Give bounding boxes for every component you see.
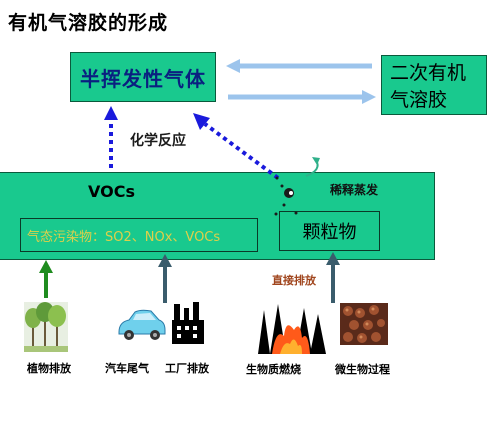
semi-volatile-gas-label: 半挥发性气体	[80, 66, 206, 91]
car-icon	[118, 309, 166, 340]
source-label-biomass: 生物质燃烧	[246, 363, 301, 376]
microbes-icon	[340, 303, 388, 345]
vocs-to-semi-arrow	[104, 106, 118, 168]
particles-box: 颗粒物	[279, 211, 380, 251]
particle-dots	[274, 176, 298, 216]
particles-label: 颗粒物	[302, 222, 357, 243]
direct-emission-label: 直接排放	[272, 274, 316, 287]
source-label-factory: 工厂排放	[165, 362, 209, 375]
secondary-aerosol-box: 二次有机 气溶胶	[381, 55, 487, 115]
gaseous-pollutants-label: 气态污染物：SO2、NOx、VOCs	[27, 229, 221, 245]
source-label-microbial: 微生物过程	[335, 363, 390, 376]
plant-emission-arrow	[39, 260, 53, 298]
source-label-plants: 植物排放	[27, 362, 71, 375]
car-emission-arrow	[158, 254, 172, 303]
semi-volatile-gas-box: 半挥发性气体	[70, 52, 216, 102]
source-label-car: 汽车尾气	[105, 362, 149, 375]
gaseous-pollutants-box: 气态污染物：SO2、NOx、VOCs	[20, 218, 258, 252]
evaporation-curve-arrowhead	[312, 157, 320, 165]
particles-to-semi-arrow	[193, 113, 280, 180]
secondary-aerosol-line2: 气溶胶	[390, 89, 448, 111]
chemical-reaction-label: 化学反应	[130, 133, 186, 149]
factory-icon	[172, 302, 204, 344]
dilution-evaporation-label: 稀释蒸发	[330, 183, 379, 197]
trees-icon	[24, 302, 68, 352]
bidirectional-arrows	[226, 59, 376, 104]
secondary-aerosol-line1: 二次有机	[390, 62, 467, 84]
direct-emission-arrow	[326, 252, 340, 303]
vocs-label: VOCs	[88, 182, 135, 201]
page-title: 有机气溶胶的形成	[8, 12, 169, 34]
fire-icon	[258, 304, 326, 354]
